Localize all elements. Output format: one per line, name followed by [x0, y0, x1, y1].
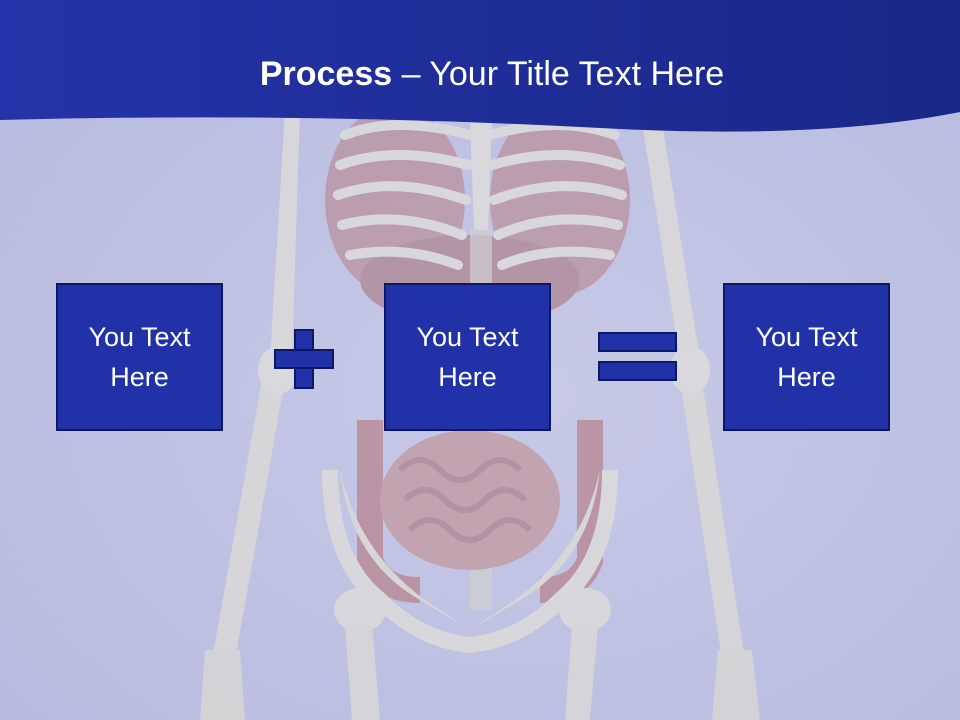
page-title: Process – Your Title Text Here: [0, 52, 960, 96]
title-rest: – Your Title Text Here: [392, 55, 725, 93]
equals-icon-bottom: [598, 361, 677, 381]
title-bold: Process: [259, 55, 393, 93]
process-box-2-text: You Text Here: [416, 322, 519, 392]
process-box-1: You Text Here: [56, 283, 223, 431]
title-banner: [0, 0, 960, 132]
plus-icon-center: [296, 351, 312, 367]
process-box-2: You Text Here: [384, 283, 551, 431]
equals-icon-top: [598, 332, 677, 352]
process-box-1-text: You Text Here: [88, 322, 191, 392]
process-box-3-text: You Text Here: [755, 322, 858, 392]
process-box-3: You Text Here: [723, 283, 890, 431]
